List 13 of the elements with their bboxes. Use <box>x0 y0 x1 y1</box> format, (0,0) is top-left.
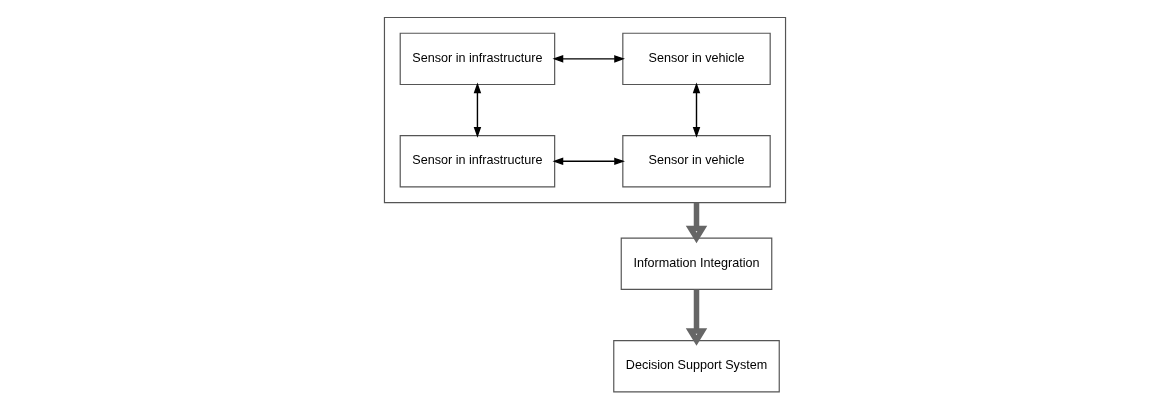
arrow <box>473 82 482 138</box>
arrow <box>692 82 701 138</box>
arrow <box>552 55 625 63</box>
node-box: Sensor in infrastructure <box>399 32 556 86</box>
arrow <box>685 202 708 244</box>
node-box: Decision Support System <box>613 340 780 393</box>
node-box: Information Integration <box>620 237 773 290</box>
node-box: Sensor in vehicle <box>622 135 771 188</box>
arrow <box>685 289 708 346</box>
node-box: Sensor in infrastructure <box>399 135 556 188</box>
arrow <box>552 157 625 166</box>
node-box: Sensor in vehicle <box>622 32 771 86</box>
cluster <box>383 16 787 204</box>
